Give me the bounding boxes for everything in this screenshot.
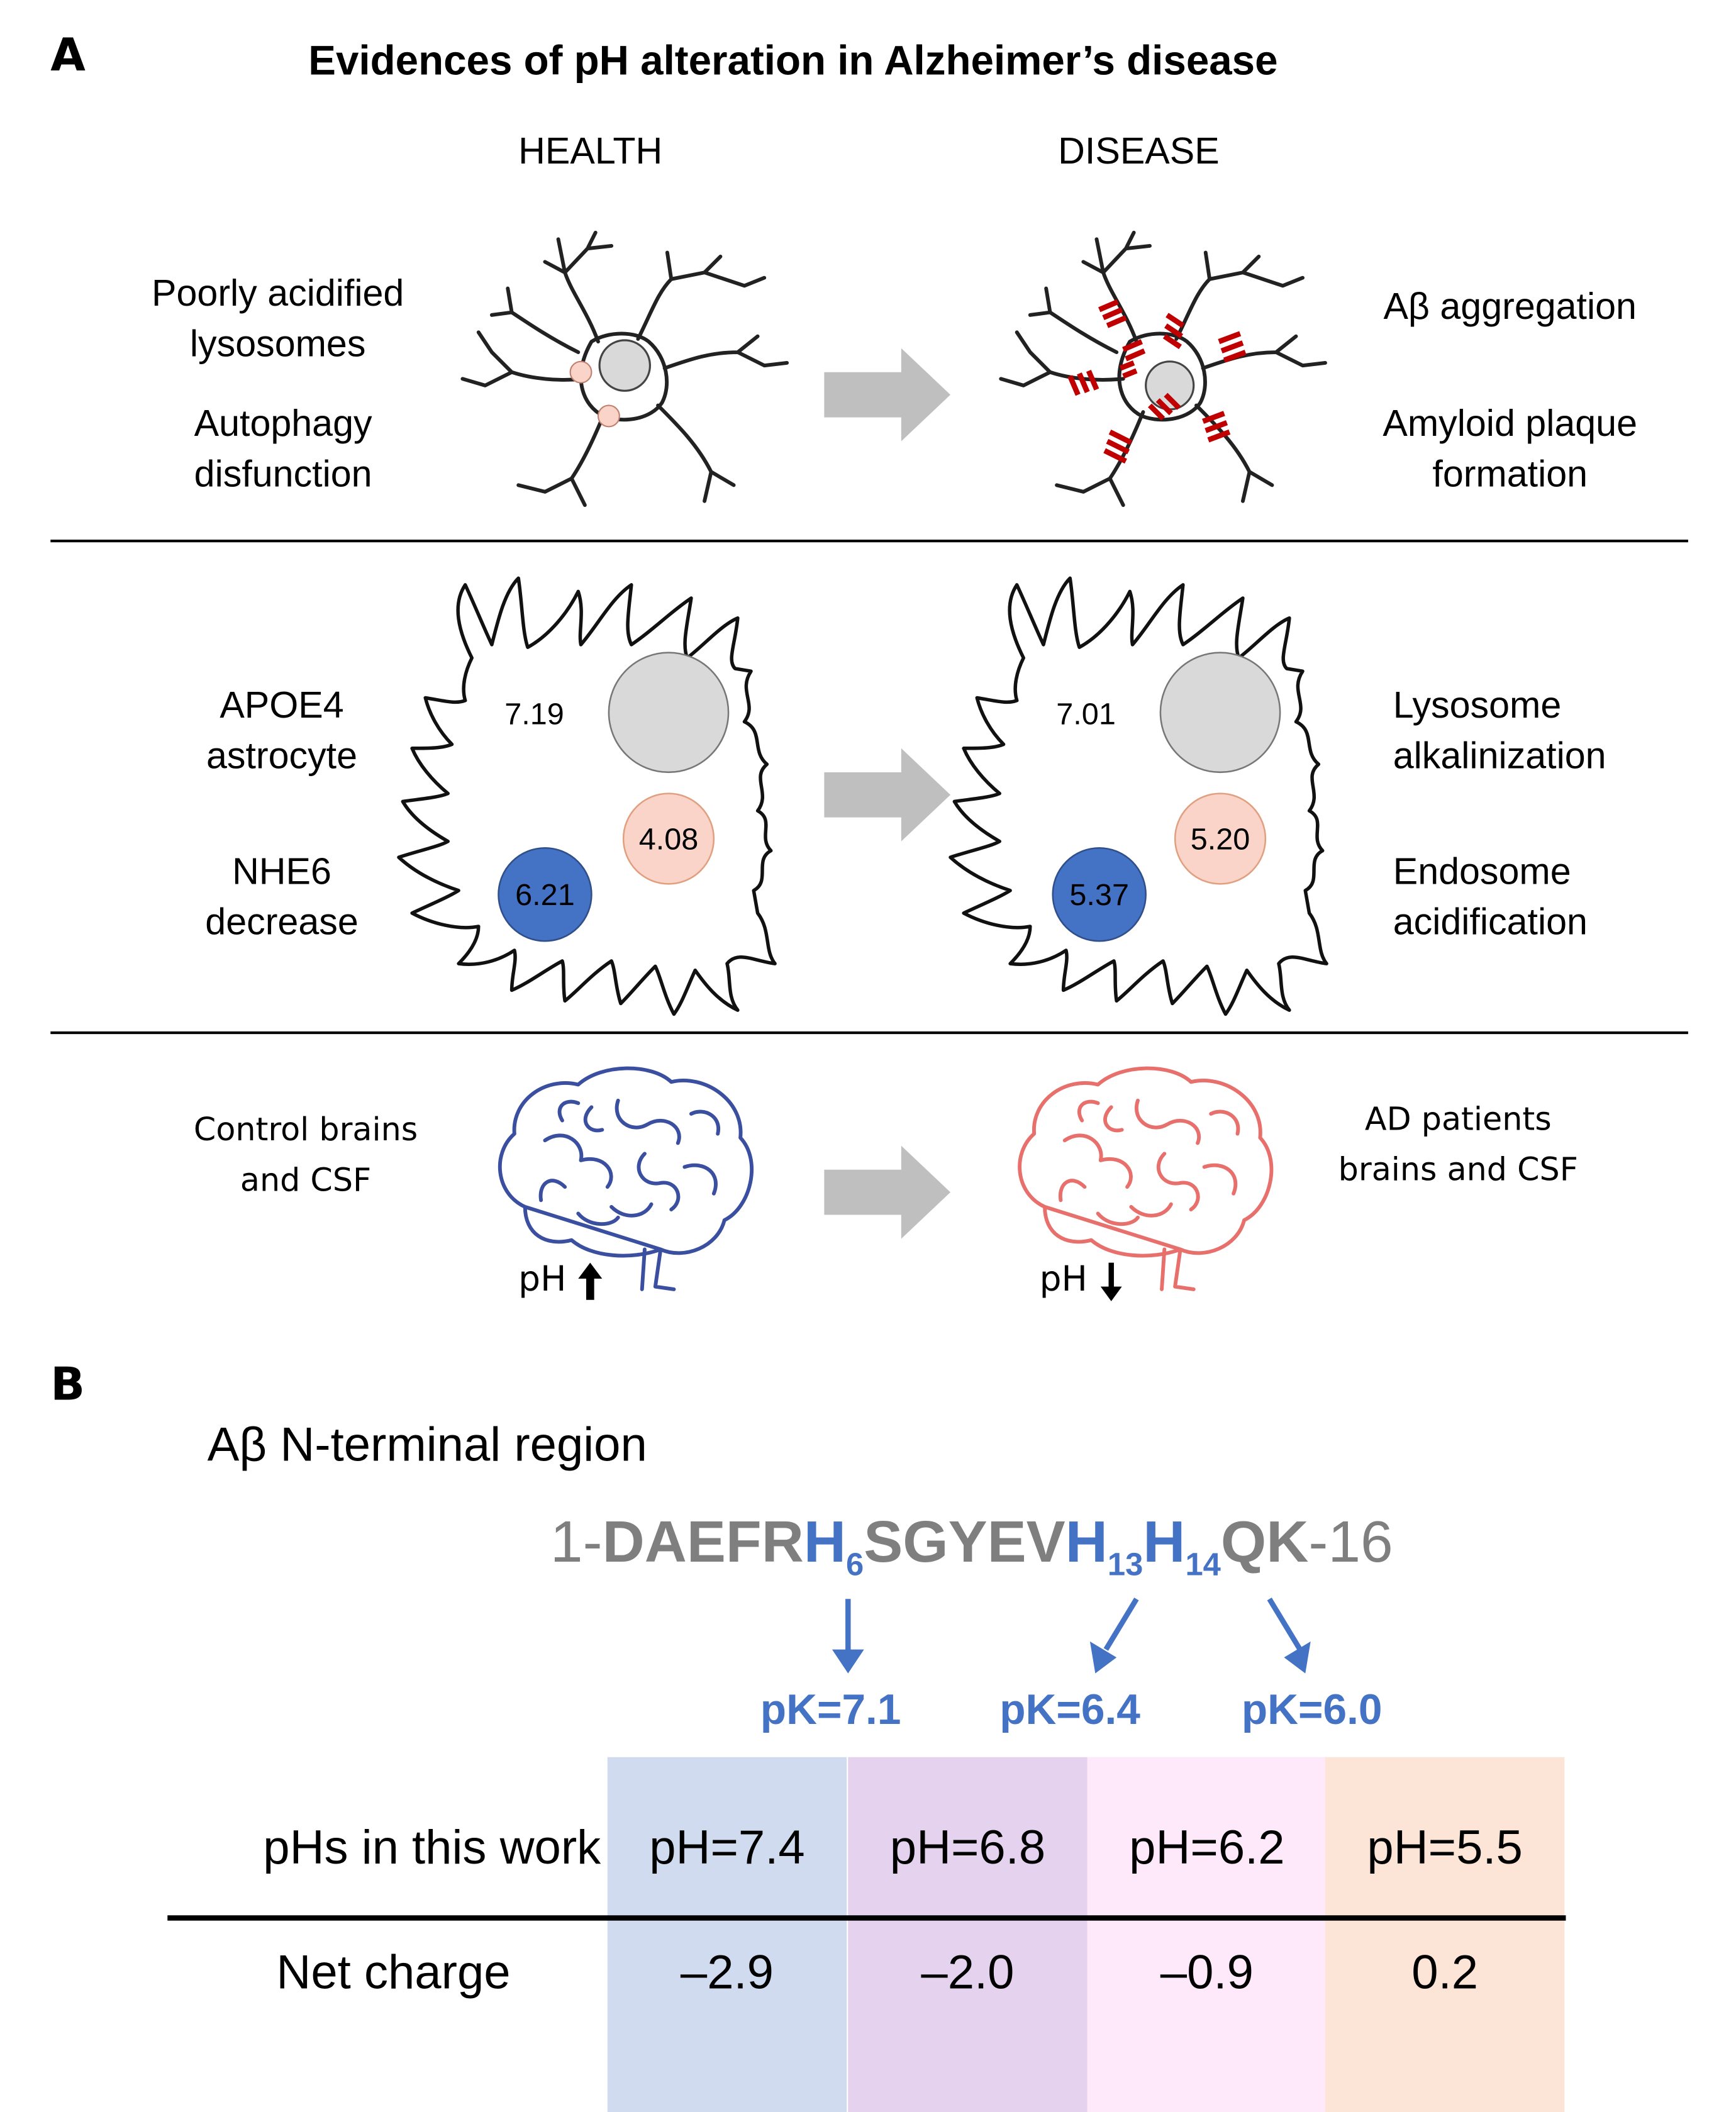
panel-a-title: Evidences of pH alteration in Alzheimer’… — [308, 37, 1278, 84]
charge-cell-3: –0.9 — [1160, 1944, 1254, 1999]
divider-1 — [50, 539, 1688, 543]
column-bg-1 — [607, 1757, 847, 2112]
arrow-row2 — [824, 748, 951, 842]
arrow-row1 — [824, 348, 951, 442]
ph-cell-3: pH=6.2 — [1129, 1820, 1285, 1874]
ph-cell-4: pH=5.5 — [1367, 1820, 1523, 1874]
disease-cytosol-ph: 7.01 — [1056, 698, 1116, 731]
pk-arrows — [832, 1598, 1311, 1674]
disease-lysosome-ph: 5.20 — [1191, 822, 1250, 856]
column-bg-4 — [1325, 1757, 1565, 2112]
ph-cell-1: pH=7.4 — [649, 1820, 805, 1874]
arrow-down-icon — [1100, 1262, 1122, 1301]
label-endosome-acidification: Endosome acidification — [1393, 850, 1588, 943]
charge-cell-2: –2.0 — [921, 1944, 1015, 1999]
healthy-astrocyte: 7.19 4.08 6.21 — [397, 576, 777, 1016]
column-bg-3 — [1087, 1757, 1327, 2112]
diseased-astrocyte: 7.01 5.20 5.37 — [949, 576, 1328, 1016]
disease-header: DISEASE — [1058, 130, 1220, 172]
health-header: HEALTH — [518, 130, 663, 172]
label-nhe6: NHE6 decrease — [205, 850, 359, 943]
ad-brain-icon — [1018, 1066, 1274, 1291]
row-label-net-charge: Net charge — [276, 1944, 511, 1999]
panel-a-letter: A — [50, 29, 86, 83]
arrow-up-icon — [578, 1262, 603, 1300]
amyloid-aggregates — [1067, 299, 1247, 464]
label-abeta-aggregation: Aβ aggregation — [1383, 286, 1637, 327]
arrow-row3 — [824, 1145, 951, 1239]
health-lysosome-ph: 4.08 — [639, 822, 699, 856]
abeta-sequence: 1-DAEFRH6SGYEVH13H14QK-16 — [550, 1509, 1393, 1583]
ph-label-ad: pH — [1039, 1260, 1088, 1300]
label-lysosome-alkalinization: Lysosome alkalinization — [1393, 684, 1606, 777]
label-control-brains: Control brains and CSF — [193, 1111, 418, 1199]
label-autophagy: Autophagy disfunction — [194, 403, 372, 495]
column-bg-2 — [848, 1757, 1088, 2112]
pk-value-h14: pK=6.0 — [1241, 1685, 1383, 1733]
panel-b-subtitle: Aβ N-terminal region — [207, 1416, 647, 1472]
label-amyloid-plaque: Amyloid plaque formation — [1383, 403, 1637, 495]
divider-2 — [50, 1031, 1688, 1035]
health-cytosol-ph: 7.19 — [504, 698, 564, 731]
control-brain-icon — [498, 1066, 754, 1291]
row-label-ph: pHs in this work — [263, 1820, 601, 1874]
label-poorly-acidified: Poorly acidified lysosomes — [152, 272, 404, 365]
charge-cell-1: –2.9 — [680, 1944, 774, 1999]
healthy-neuron — [460, 230, 789, 508]
table-divider — [167, 1915, 1566, 1921]
ph-label-control: pH — [518, 1260, 567, 1300]
label-apoe4: APOE4 astrocyte — [206, 684, 358, 777]
health-endosome-ph: 6.21 — [515, 878, 575, 912]
diseased-neuron — [999, 230, 1327, 508]
pk-value-h13: pK=6.4 — [999, 1685, 1140, 1733]
pk-value-h6: pK=7.1 — [760, 1685, 901, 1733]
disease-endosome-ph: 5.37 — [1069, 878, 1129, 912]
label-ad-patients: AD patients brains and CSF — [1338, 1100, 1578, 1189]
panel-b-letter: B — [50, 1358, 86, 1412]
charge-cell-4: 0.2 — [1411, 1944, 1479, 1999]
ph-cell-2: pH=6.8 — [889, 1820, 1046, 1874]
